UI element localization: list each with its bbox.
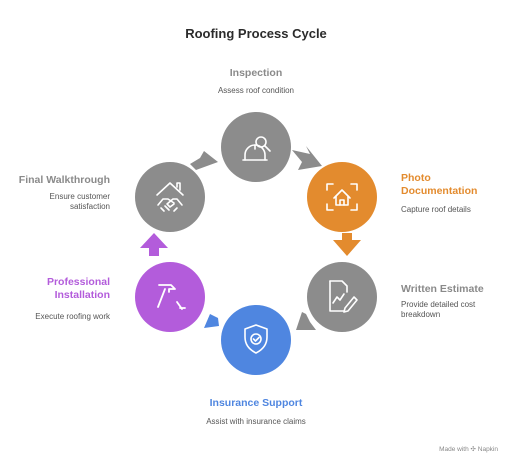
house-handshake-icon (156, 182, 184, 212)
label-professional-installation: Professional Installation (46, 276, 110, 301)
arrow-inspection-to-photo (292, 146, 322, 170)
arrow-installation-to-walkthrough (140, 233, 168, 256)
house-frame-icon (326, 183, 358, 211)
step-professional-installation (135, 262, 205, 332)
arrow-insurance-to-installation (204, 314, 219, 328)
arrow-walkthrough-to-inspection (190, 151, 218, 170)
step-final-walkthrough (135, 162, 205, 232)
footer-credit: Made with ✣ Napkin (439, 446, 498, 453)
arrow-estimate-to-insurance (296, 312, 316, 330)
description-insurance-support: Assist with insurance claims (206, 417, 306, 426)
hammer-nail-icon (157, 284, 186, 310)
label-written-estimate: Written Estimate (401, 283, 484, 295)
step-photo-documentation (307, 162, 377, 232)
description-photo-documentation: Capture roof details (401, 205, 471, 214)
description-inspection: Assess roof condition (217, 86, 295, 95)
step-inspection (221, 112, 291, 182)
description-written-estimate: Provide detailed cost breakdown (401, 300, 476, 319)
arrow-photo-to-estimate (333, 233, 361, 256)
label-insurance-support: Insurance Support (209, 397, 303, 409)
shield-check-icon (244, 324, 268, 354)
helmet-magnifier-icon (242, 136, 271, 161)
label-final-walkthrough: Final Walkthrough (18, 174, 110, 186)
description-final-walkthrough: Ensure customer satisfaction (49, 192, 110, 211)
document-pen-icon (329, 280, 358, 313)
step-insurance-support (221, 305, 291, 375)
step-circle-photo-documentation (307, 162, 377, 232)
description-professional-installation: Execute roofing work (35, 312, 110, 321)
diagram-title: Roofing Process Cycle (185, 26, 327, 41)
step-written-estimate (307, 262, 377, 332)
step-circle-final-walkthrough (135, 162, 205, 232)
step-circle-professional-installation (135, 262, 205, 332)
label-inspection: Inspection (229, 67, 283, 79)
label-photo-documentation: Photo Documentation (401, 172, 478, 197)
step-circle-inspection (221, 112, 291, 182)
